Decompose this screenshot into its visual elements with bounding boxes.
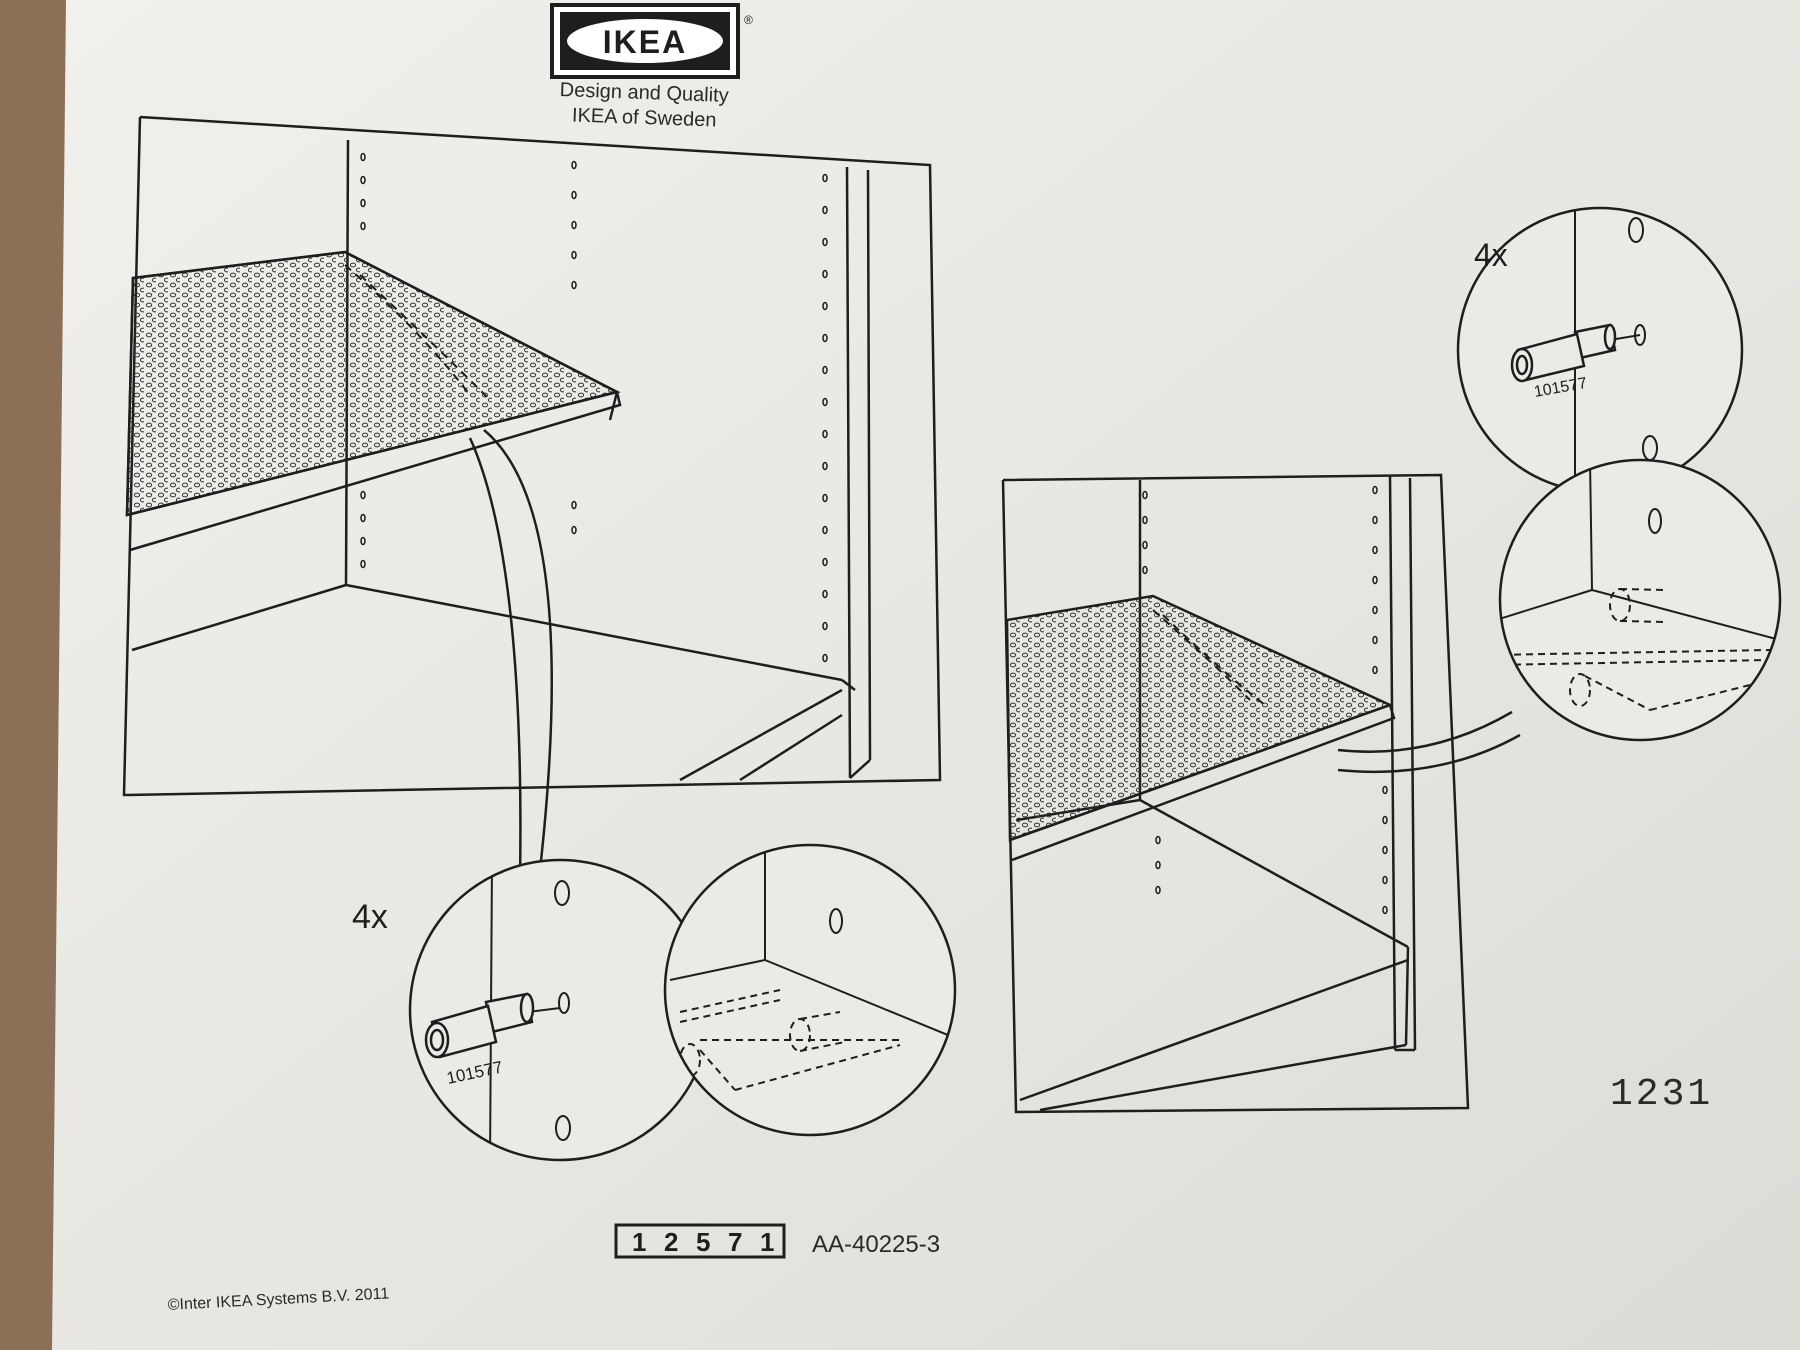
box-digit: 5 bbox=[696, 1227, 710, 1257]
left-quantity-label: 4x bbox=[352, 898, 388, 936]
hole-column-a bbox=[360, 152, 366, 569]
logo-text: IKEA bbox=[603, 24, 687, 60]
right-magnifier-callout-icon: 101577 bbox=[1456, 206, 1744, 494]
hole-column-b bbox=[571, 160, 577, 535]
right-hole-columns bbox=[1142, 485, 1388, 915]
box-digit: 1 bbox=[760, 1227, 774, 1257]
hole-column-d bbox=[1142, 490, 1161, 895]
box-digit: 1 bbox=[632, 1227, 646, 1257]
tagline-line-2: IKEA of Sweden bbox=[572, 104, 717, 131]
left-corner-detail-callout-icon bbox=[663, 843, 957, 1137]
left-magnifier-callout-icon: 101577 bbox=[408, 858, 712, 1162]
left-hole-columns bbox=[360, 152, 828, 663]
article-number-box: 1 2 5 7 1 bbox=[614, 1223, 786, 1259]
ikea-logo-icon: IKEA ® bbox=[550, 3, 753, 79]
hole-column-e bbox=[1372, 485, 1388, 915]
box-digit: 7 bbox=[728, 1227, 742, 1257]
right-corner-detail-callout-icon bbox=[1498, 458, 1782, 742]
right-shelf-illustration bbox=[1001, 473, 1521, 1114]
right-quantity-label: 4x bbox=[1474, 237, 1508, 273]
stamp-number: 1231 bbox=[1610, 1073, 1713, 1116]
box-digit: 2 bbox=[664, 1227, 678, 1257]
registered-mark: ® bbox=[744, 13, 753, 27]
shelf-pin-icon bbox=[1510, 323, 1641, 383]
shelf-pin-icon bbox=[424, 992, 561, 1059]
document-code: AA-40225-3 bbox=[812, 1231, 940, 1258]
left-shelf-illustration bbox=[122, 115, 942, 881]
hole-column-c bbox=[822, 173, 828, 663]
